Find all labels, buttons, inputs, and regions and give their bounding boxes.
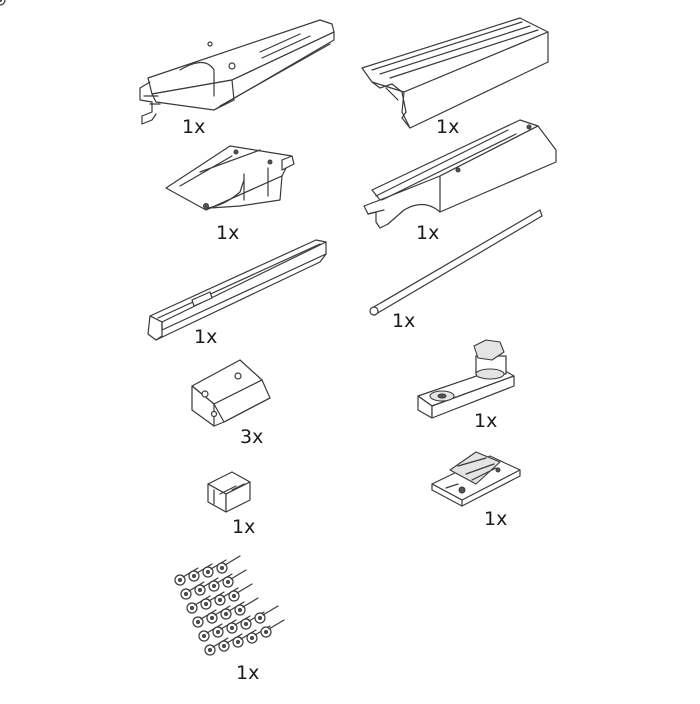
end-cap-icon xyxy=(165,145,295,211)
quantity-label-stopper: 1x xyxy=(232,516,256,538)
quantity-label-rod: 1x xyxy=(392,310,416,332)
quantity-label-screws: 1x xyxy=(236,662,260,684)
quantity-label-guide-profile: 1x xyxy=(194,326,218,348)
quantity-label-track-cutout: 1x xyxy=(416,222,440,244)
cover-profile-icon xyxy=(361,17,549,129)
quantity-label-floor-guide: 1x xyxy=(484,508,508,530)
roller-carriage-icon xyxy=(417,339,515,419)
quantity-label-top-track: 1x xyxy=(182,116,206,138)
quantity-label-end-cap: 1x xyxy=(216,222,240,244)
stopper-icon xyxy=(207,471,251,513)
angle-bracket-icon xyxy=(191,359,271,427)
track-profile-icon xyxy=(139,19,335,125)
quantity-label-cover-profile: 1x xyxy=(436,116,460,138)
guide-profile-icon xyxy=(147,239,327,341)
rod-icon xyxy=(369,209,543,316)
track-cutout-icon xyxy=(363,119,557,229)
quantity-label-angle-bracket: 3x xyxy=(240,426,264,448)
floor-guide-icon xyxy=(431,451,521,507)
quantity-label-roller-carriage: 1x xyxy=(474,410,498,432)
screws-icon xyxy=(0,0,285,656)
